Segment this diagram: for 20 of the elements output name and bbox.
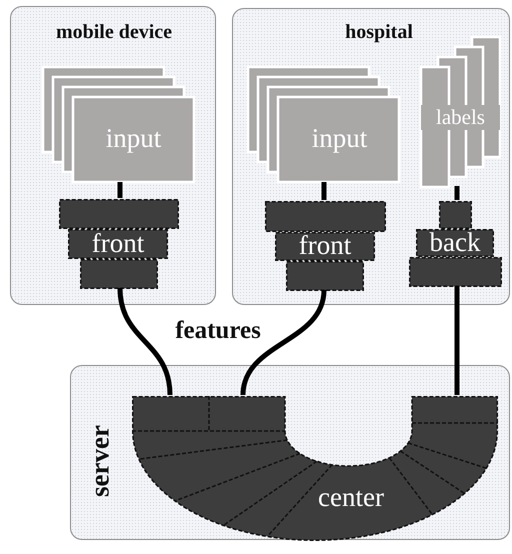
connector-line: [240, 290, 326, 396]
connector-label: features: [174, 318, 262, 343]
group-panel: [70, 365, 510, 540]
block-label: center: [317, 484, 385, 511]
block-label: back: [428, 229, 482, 256]
panel-title: hospital: [344, 22, 414, 42]
block-label: front: [90, 230, 146, 257]
group-panel: [10, 6, 216, 305]
panel-title: server: [84, 424, 116, 499]
connector-line: [118, 288, 172, 396]
connector-line: [454, 186, 460, 200]
connector-line: [322, 182, 326, 200]
group-panel: [232, 8, 510, 305]
connector-line: [454, 286, 460, 395]
block-label: front: [298, 232, 352, 259]
block-label: input: [310, 125, 368, 152]
block-label: input: [104, 125, 162, 152]
block-label: labels: [421, 105, 500, 130]
connector-line: [118, 182, 122, 198]
panel-title: mobile device: [54, 22, 174, 42]
